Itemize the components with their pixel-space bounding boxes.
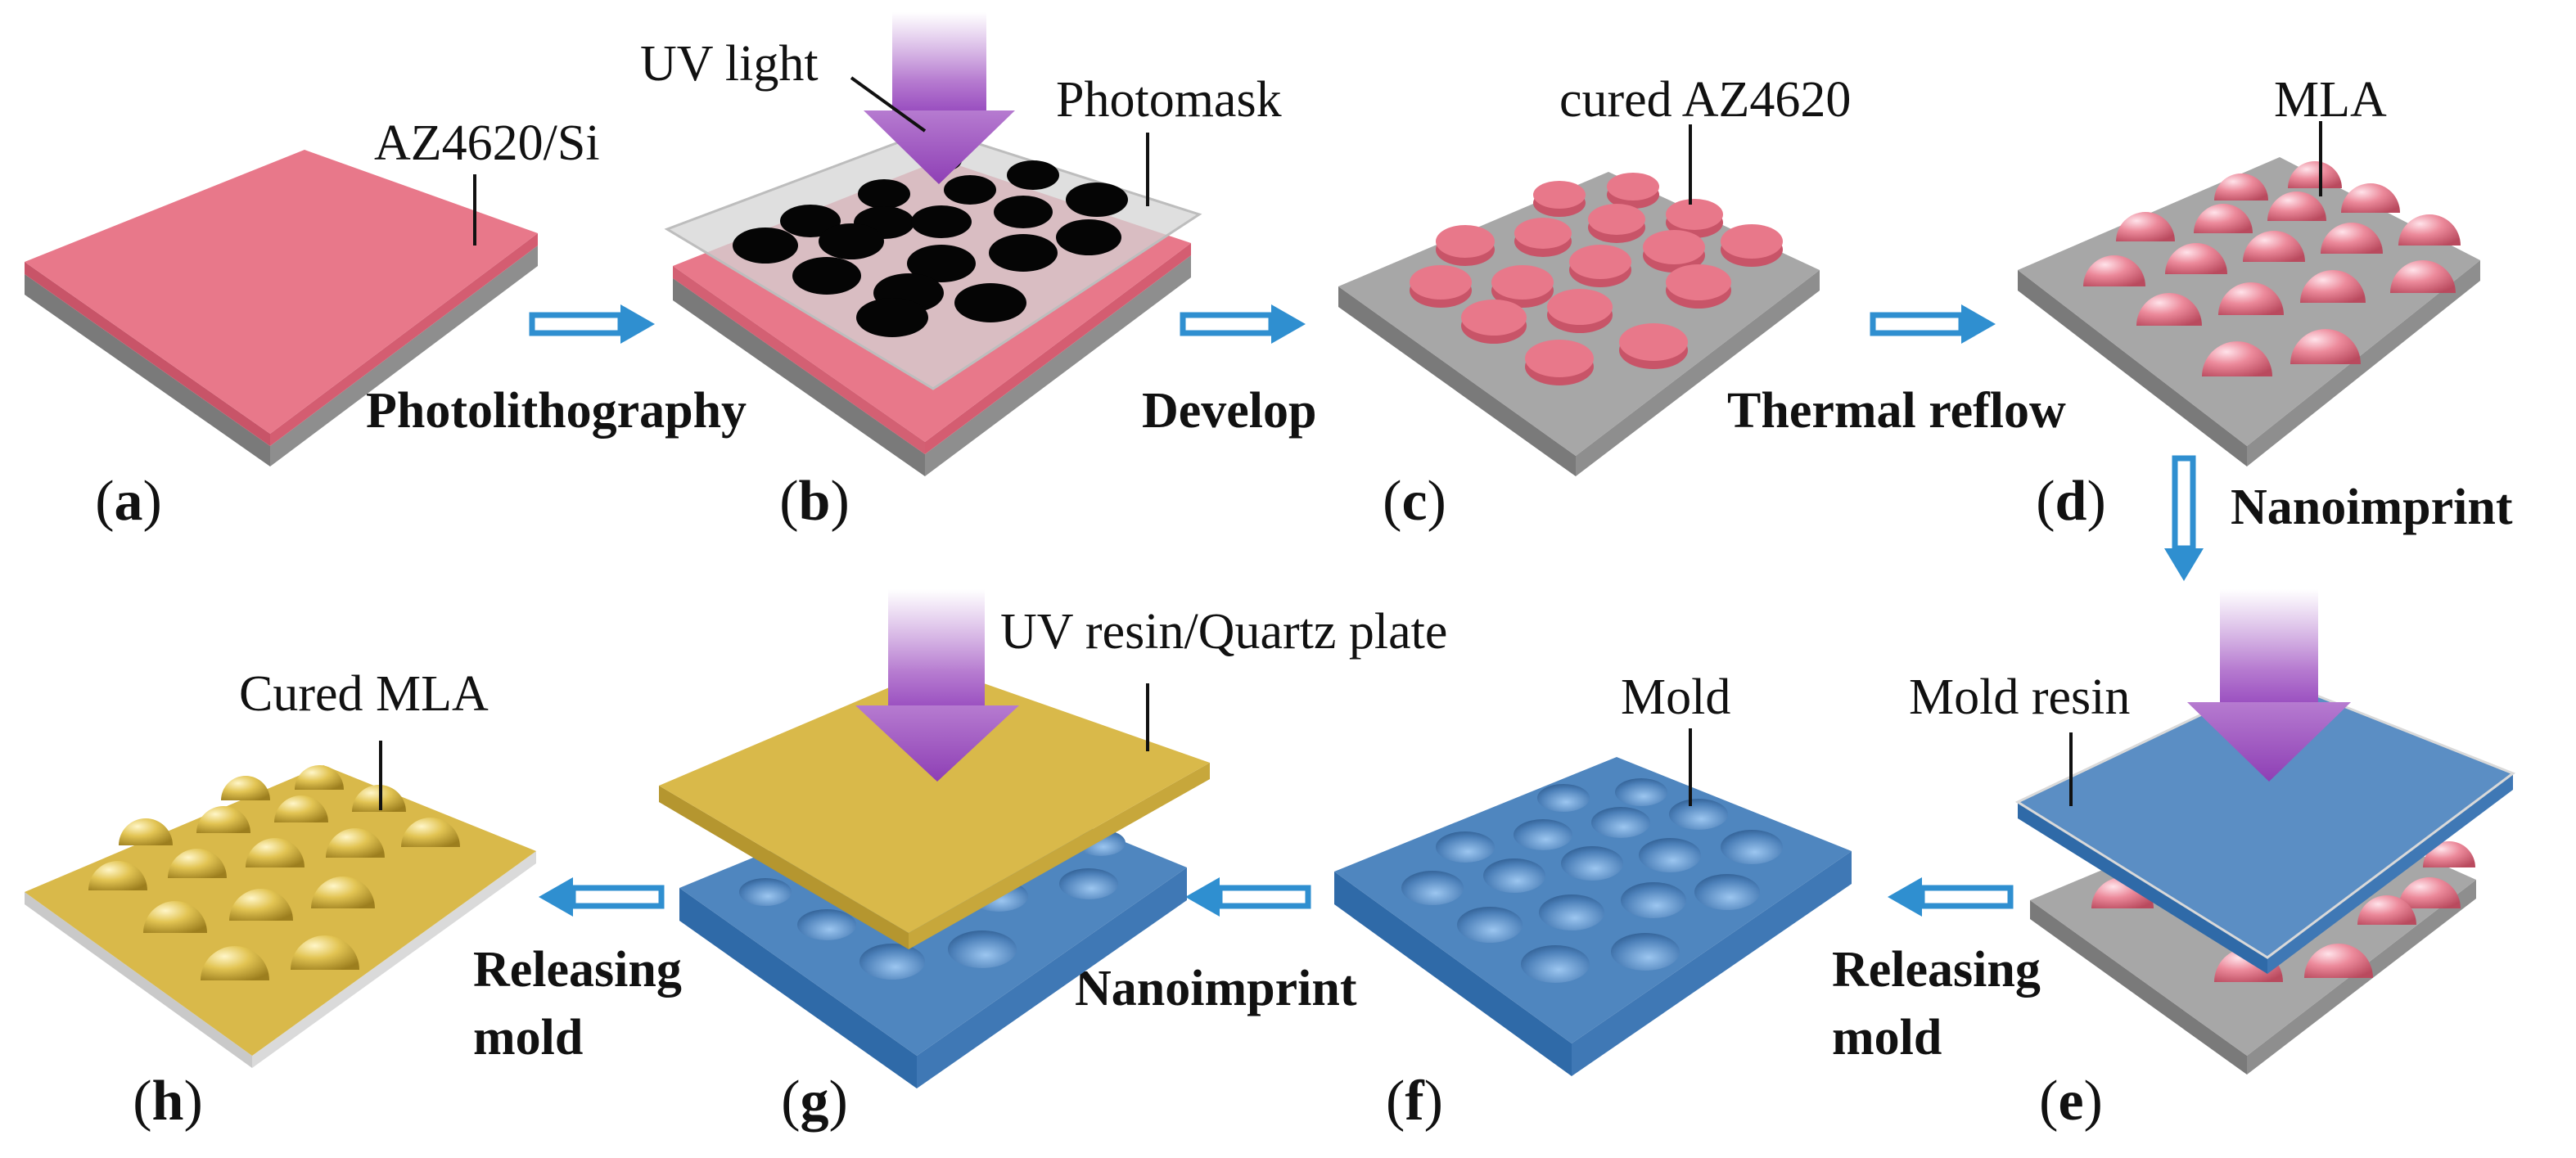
label-uv-resin-quartz: UV resin/Quartz plate <box>1000 604 1447 660</box>
svg-text:(g): (g) <box>781 1070 848 1133</box>
arrow-right-3 <box>1870 304 1996 344</box>
arrow-down <box>2164 455 2204 581</box>
resist-discs <box>1410 173 1783 385</box>
panel-letter-e-text: e <box>2058 1070 2083 1133</box>
pink-microlenses <box>2083 161 2461 376</box>
mold-resin-side-right <box>2267 773 2513 974</box>
svg-text:(e): (e) <box>2039 1070 2103 1133</box>
panel-letter-b: (b) <box>779 470 850 533</box>
panel-letter-a-text: a <box>115 470 143 533</box>
quartz-top <box>659 667 1210 933</box>
svg-text:(d): (d) <box>2036 470 2106 533</box>
arrow-left-3 <box>539 877 665 917</box>
label-releasing-1-line1: Releasing <box>1832 942 2041 998</box>
label-mold-resin: Mold resin <box>1909 669 2130 725</box>
svg-text:(b): (b) <box>779 470 850 533</box>
mold-dimples <box>1401 778 1783 983</box>
panel-letter-d: (d) <box>2036 470 2106 533</box>
label-mold: Mold <box>1621 669 1730 725</box>
arrow-right-2 <box>1180 304 1306 344</box>
panel-letter-h-text: h <box>152 1070 184 1133</box>
panel-g-imprint <box>659 589 1210 1088</box>
resist-side-right <box>270 233 538 446</box>
svg-text:(h): (h) <box>133 1070 203 1133</box>
panel-letter-f-text: f <box>1405 1070 1424 1133</box>
panel-d-mla <box>2018 157 2480 466</box>
label-photomask: Photomask <box>1056 72 1282 128</box>
label-releasing-2-line2: mold <box>473 1010 583 1066</box>
panel-letter-f: (f) <box>1386 1070 1443 1133</box>
panel-letter-e: (e) <box>2039 1070 2103 1133</box>
label-releasing-1-line2: mold <box>1832 1010 1942 1066</box>
panel-h-cured-mla <box>25 765 536 1068</box>
substrate-side-left <box>25 274 270 466</box>
panel-letter-h: (h) <box>133 1070 203 1133</box>
quartz-side-right <box>909 763 1210 949</box>
resist-side-left <box>25 262 270 446</box>
label-uv-light: UV light <box>640 36 819 92</box>
panel-letter-a: (a) <box>95 470 162 533</box>
label-az4620-si: AZ4620/Si <box>374 115 600 171</box>
gold-microlenses <box>88 765 460 980</box>
mold-resin-top <box>2014 678 2516 959</box>
label-cured-az4620: cured AZ4620 <box>1559 72 1851 128</box>
label-releasing-2-line1: Releasing <box>473 942 682 998</box>
panel-letter-c-text: c <box>1401 470 1427 533</box>
label-photolithography: Photolithography <box>366 383 747 439</box>
arrow-right-1 <box>529 304 655 344</box>
panel-letter-b-text: b <box>799 470 831 533</box>
panel-f-mold <box>1334 757 1852 1076</box>
panel-letter-g: (g) <box>781 1070 848 1133</box>
panel-c-developed <box>1338 172 1820 476</box>
label-nanoimprint-2: Nanoimprint <box>1075 961 1357 1016</box>
label-nanoimprint-1: Nanoimprint <box>2231 480 2513 535</box>
label-mla: MLA <box>2274 72 2387 128</box>
panel-letter-d-text: d <box>2055 470 2087 533</box>
label-develop: Develop <box>1142 383 1317 439</box>
arrow-left-2 <box>1185 877 1311 917</box>
substrate-side-right <box>270 246 538 466</box>
leader-uv-light <box>850 76 927 133</box>
mold-resin-side-left <box>2018 802 2267 974</box>
label-thermal-reflow: Thermal reflow <box>1727 383 2066 439</box>
uv-light-arrow-b <box>864 12 1015 184</box>
arrow-left-1 <box>1888 877 2014 917</box>
svg-text:(f): (f) <box>1386 1070 1443 1133</box>
panel-letter-g-text: g <box>801 1070 829 1133</box>
uv-light-arrow-g <box>855 589 1019 782</box>
panel-letter-c: (c) <box>1383 470 1446 533</box>
svg-text:(c): (c) <box>1383 470 1446 533</box>
uv-light-arrow-e <box>2187 589 2351 782</box>
label-cured-mla: Cured MLA <box>239 666 489 722</box>
panel-e-mold-resin <box>2014 589 2516 1075</box>
panel-a-substrate <box>25 150 538 466</box>
resist-top <box>25 150 538 434</box>
panel-b-exposure <box>664 128 1202 476</box>
quartz-side-left <box>659 786 909 949</box>
svg-text:(a): (a) <box>95 470 162 533</box>
